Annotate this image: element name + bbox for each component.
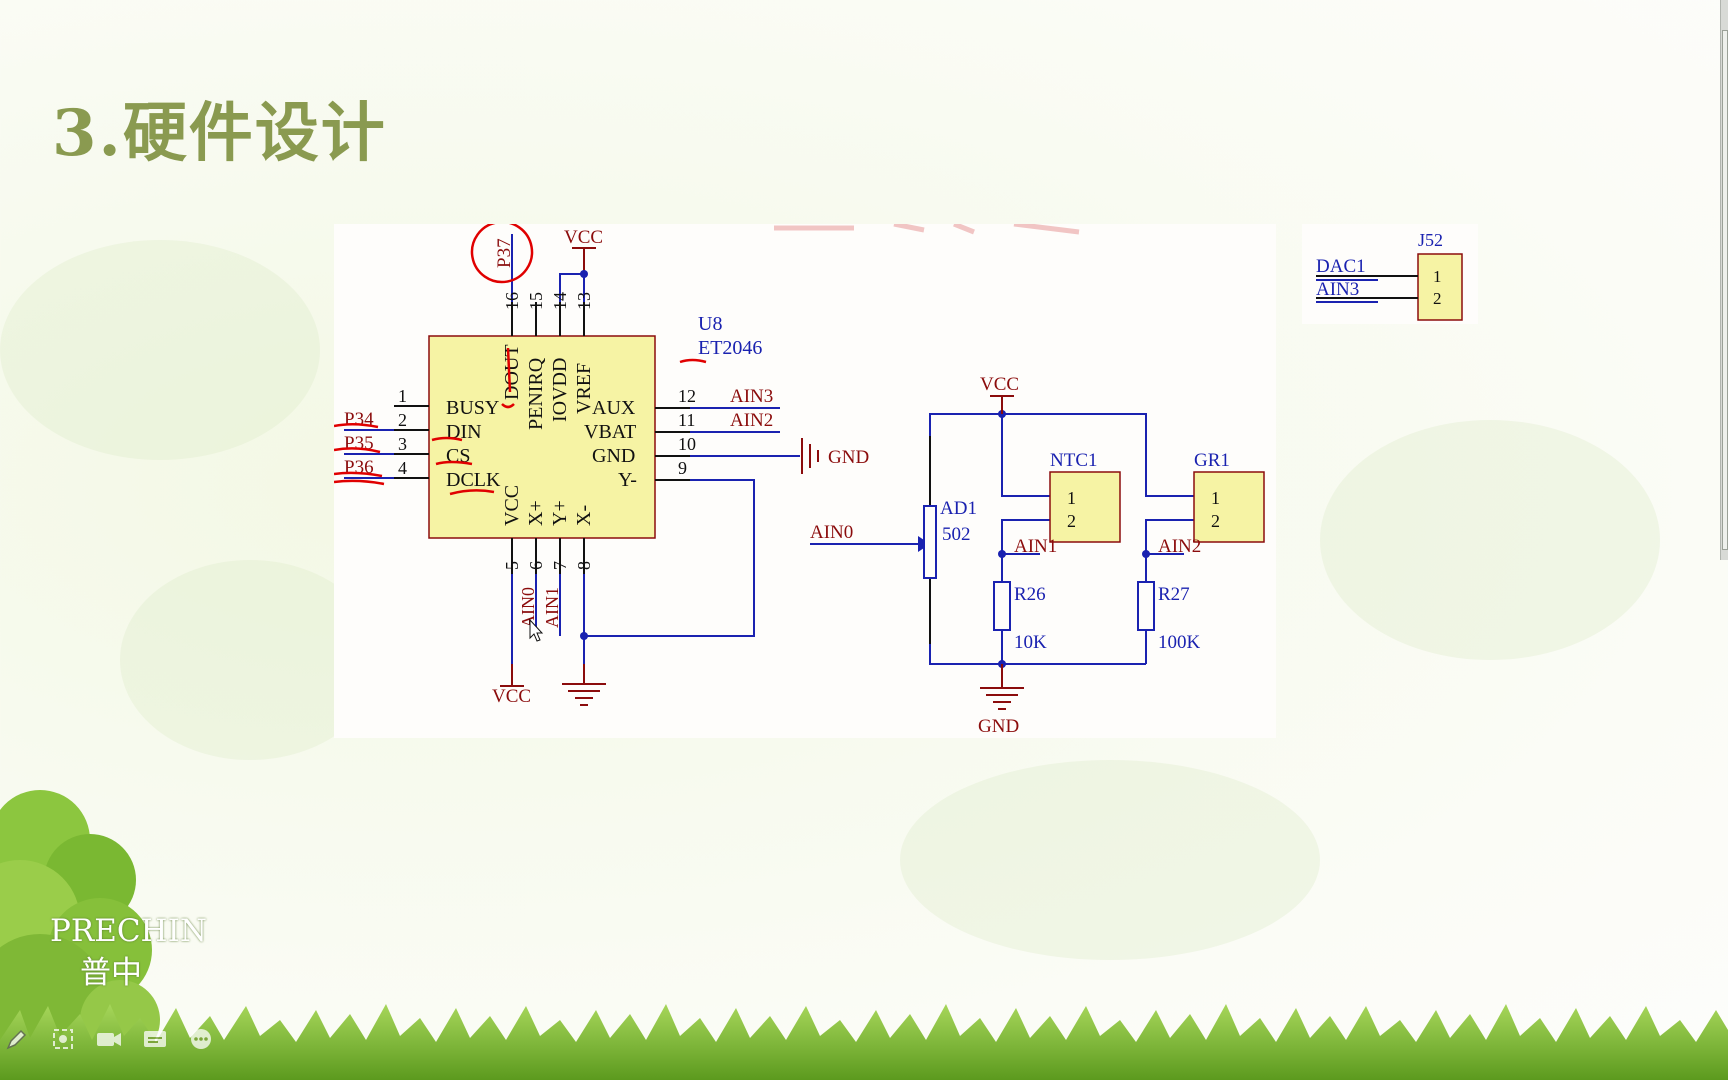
r26-body [993,581,1011,631]
gr1-body [1193,471,1265,543]
net-ain0-bottom: AIN0 [518,587,538,628]
pin-num-16: 16 [502,292,522,310]
ntc1-ref: NTC1 [1050,450,1098,471]
pin-num-12: 12 [678,386,696,406]
ntc1-pin-1: 1 [1067,488,1076,508]
gnd-symbol-sensors [980,664,1024,710]
pin-name-gnd: GND [592,445,635,467]
gnd-label-right: GND [828,447,869,468]
r26-ref: R26 [1014,584,1046,605]
scrollbar-thumb[interactable] [1722,30,1728,550]
chip-part: ET2046 [698,337,762,359]
pin-num-14: 14 [550,292,570,310]
pin-name-dclk: DCLK [446,469,501,491]
pin-num-5: 5 [502,561,522,570]
pen-icon[interactable] [2,1024,32,1054]
gnd-label-sensors: GND [978,716,1019,737]
chip-left-pins [394,405,429,479]
pin-name-vbat: VBAT [584,421,636,443]
r27-body [1137,581,1155,631]
ntc1-pin-2: 2 [1067,511,1076,531]
gr1-pin-1: 1 [1211,488,1220,508]
pin-num-7: 7 [550,561,570,570]
connector-panel: J52 DAC1 AIN3 1 2 [1302,224,1478,324]
brand-name-chinese: 普中 [80,955,142,991]
pin-name-penirq: PENIRQ [525,357,547,430]
chip-ref: U8 [698,313,722,335]
red-annotations [333,220,707,496]
pin-num-13: 13 [574,292,594,310]
more-icon[interactable] [186,1024,216,1054]
laser-pointer-icon[interactable] [48,1024,78,1054]
vertical-scrollbar[interactable] [1720,0,1728,560]
circuit-schematic: U8 ET2046 1 2 3 4 BUSY DIN CS DCLK P34 P… [333,220,1265,737]
pin-num-1: 1 [398,386,407,406]
chip-body [428,335,656,539]
pin-num-8: 8 [574,561,594,570]
net-ain1-bottom: AIN1 [542,587,562,628]
brand-watermark: PRECHIN 普中 [50,910,207,994]
brand-name: PRECHIN [50,913,207,949]
grass-decoration [0,1004,1728,1080]
connector-net-1: DAC1 [1316,256,1366,277]
pin-num-2: 2 [398,410,407,430]
vcc-label-bottom: VCC [492,686,531,707]
pin-num-3: 3 [398,434,407,454]
net-p37: P37 [494,238,515,268]
pin-name-busy: BUSY [446,397,499,419]
connector-j52-diagram: J52 DAC1 AIN3 1 2 [1316,230,1463,321]
pin-name-iovdd: IOVDD [549,358,571,422]
pot-value: 502 [942,524,971,545]
pot-ref: AD1 [940,498,977,519]
mouse-cursor [529,618,544,642]
pin-name-xminus: X- [573,505,595,526]
pin-name-din: DIN [446,421,482,443]
potentiometer [923,505,937,579]
slide-title: 3.硬件设计 [52,96,387,171]
camera-icon[interactable] [94,1024,124,1054]
net-ain2-gr: AIN2 [1158,536,1201,557]
net-p34: P34 [344,409,374,430]
connector-net-2: AIN3 [1316,279,1359,300]
gnd-symbol-chip [562,664,606,706]
gnd-symbol-right [801,438,819,474]
subtitle-icon[interactable] [140,1024,170,1054]
gr1-ref: GR1 [1194,450,1230,471]
net-ain1-ntc: AIN1 [1014,536,1057,557]
presentation-toolbar [0,1022,216,1056]
pin-num-9: 9 [678,458,687,478]
schematic-panel: U8 ET2046 1 2 3 4 BUSY DIN CS DCLK P34 P… [333,220,1276,738]
net-ain0-pot: AIN0 [810,522,853,543]
connector-ref: J52 [1418,230,1443,250]
pin-num-4: 4 [398,458,407,478]
r26-value: 10K [1014,632,1047,653]
pin-name-yplus: Y+ [549,500,571,526]
pin-num-15: 15 [526,292,546,310]
pin-name-vref: VREF [573,363,595,414]
pin-name-yminus: Y- [618,469,637,491]
net-ain2-right: AIN2 [730,410,773,431]
pin-name-dout: DOUT [501,344,523,400]
ntc1-body [1049,471,1121,543]
pin-num-10: 10 [678,434,696,454]
vcc-label-sensors: VCC [980,374,1019,395]
r27-ref: R27 [1158,584,1190,605]
net-ain3-right: AIN3 [730,386,773,407]
gr1-pin-2: 2 [1211,511,1220,531]
pin-name-vcc: VCC [501,485,523,526]
pin-name-aux: AUX [592,397,636,419]
connector-pin-1: 1 [1433,267,1442,286]
pin-name-xplus: X+ [525,500,547,526]
r27-value: 100K [1158,632,1201,653]
connector-body [1417,253,1463,321]
vcc-label-top: VCC [564,227,603,248]
pin-num-11: 11 [678,410,695,430]
connector-pin-2: 2 [1433,289,1442,308]
pin-num-6: 6 [526,561,546,570]
